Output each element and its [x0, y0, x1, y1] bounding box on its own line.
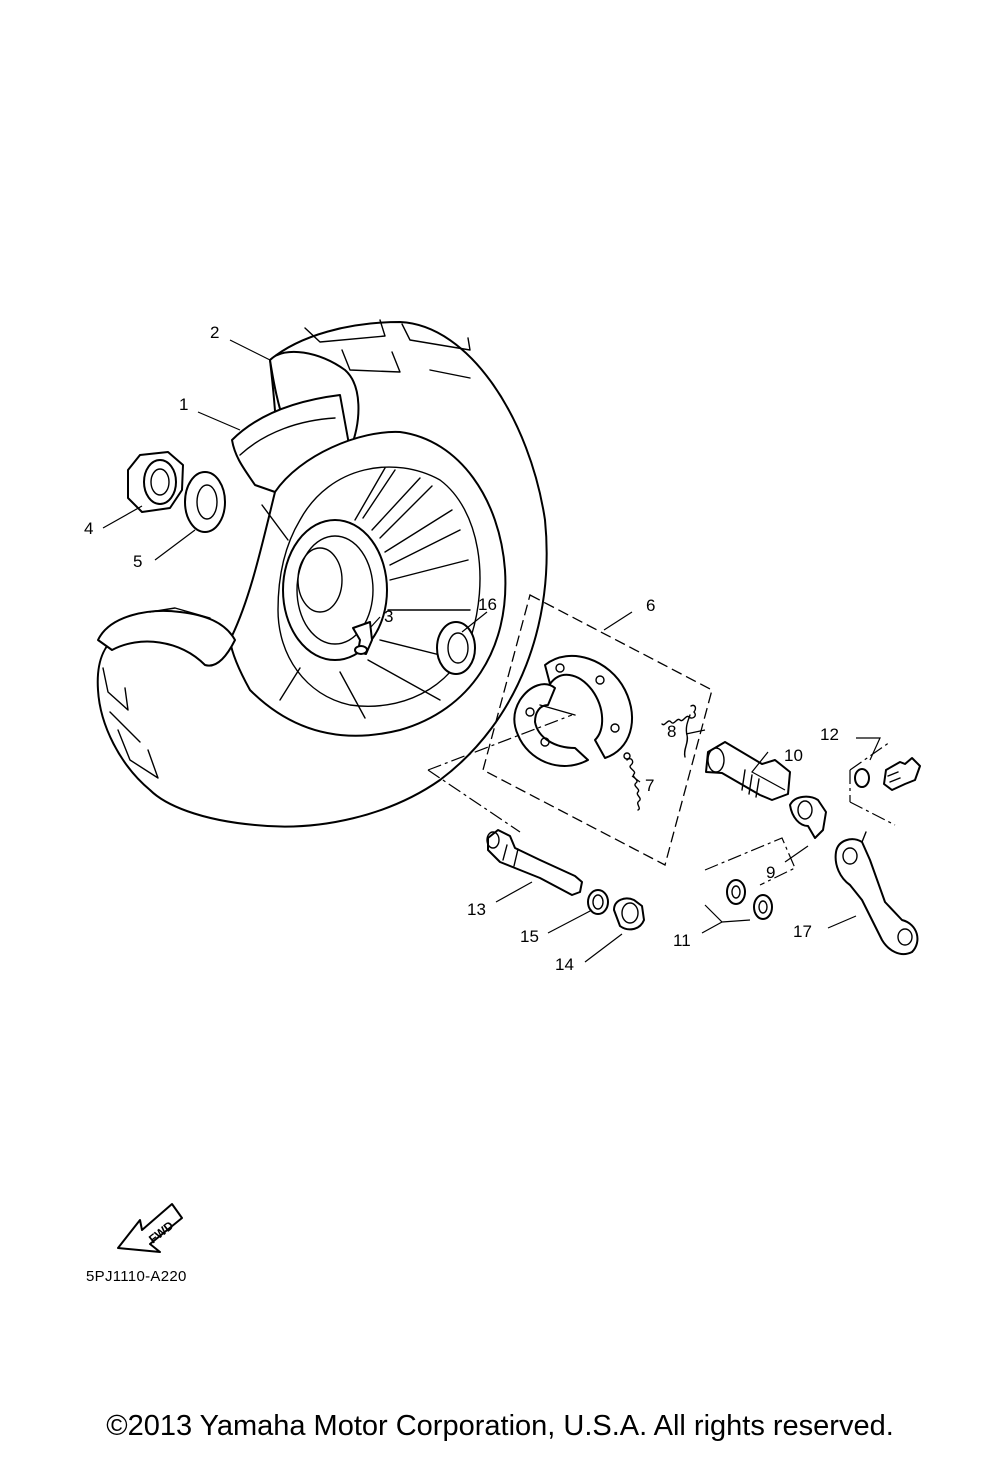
diagram-code: 5PJ1110-A220 — [86, 1268, 187, 1285]
callout-11: 11 — [673, 931, 691, 950]
callout-7: 7 — [645, 776, 654, 795]
axle-nut — [127, 451, 184, 513]
callouts: 1 2 3 4 5 6 7 8 9 10 11 12 13 14 15 16 1… — [84, 323, 839, 974]
fwd-arrow-icon: FWD — [117, 1203, 183, 1253]
callout-13: 13 — [467, 900, 486, 919]
copyright-notice: ©2013 Yamaha Motor Corporation, U.S.A. A… — [106, 1410, 894, 1442]
leader-lines — [102, 339, 881, 963]
callout-3: 3 — [384, 607, 393, 626]
oil-seal — [436, 621, 476, 675]
callout-12: 12 — [820, 725, 839, 744]
wheel-axle — [486, 829, 583, 896]
valve — [352, 621, 373, 655]
brake-shoe-kit — [482, 594, 713, 866]
assembly-lines — [427, 714, 896, 886]
callout-15: 15 — [520, 927, 539, 946]
spring-8 — [661, 704, 697, 758]
camshaft-washer — [854, 768, 870, 788]
collar-14 — [613, 897, 645, 931]
camshaft-bolt — [883, 757, 921, 791]
callout-14: 14 — [555, 955, 574, 974]
brake-camshaft — [705, 741, 791, 801]
callout-9: 9 — [766, 863, 775, 882]
brake-cam-lever — [834, 831, 919, 956]
callout-5: 5 — [133, 552, 142, 571]
tire-wheel-assembly — [96, 319, 548, 828]
callout-17: 17 — [793, 922, 812, 941]
callout-1: 1 — [179, 395, 188, 414]
callout-2: 2 — [210, 323, 219, 342]
washers-11 — [726, 879, 773, 920]
callout-10: 10 — [784, 746, 803, 765]
callout-16: 16 — [478, 595, 497, 614]
callout-8: 8 — [667, 722, 676, 741]
callout-6: 6 — [646, 596, 655, 615]
spring-7 — [623, 752, 641, 811]
washer-15 — [587, 889, 609, 915]
callout-4: 4 — [84, 519, 93, 538]
wear-indicator — [789, 795, 827, 839]
axle-washer — [184, 471, 226, 533]
